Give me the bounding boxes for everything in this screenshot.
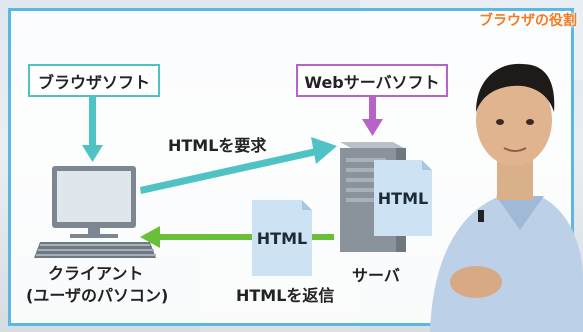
request-label: HTMLを要求 [168, 136, 267, 155]
server-label: サーバ [352, 266, 400, 285]
reply-html-text: HTML [256, 228, 308, 248]
server-html-document: HTML [374, 160, 432, 236]
response-label: HTMLを返信 [236, 286, 335, 305]
server-html-text: HTML [377, 188, 429, 208]
browser-to-client-arrow [82, 97, 103, 162]
webserver-to-server-arrow [362, 97, 383, 136]
client-sublabel: (ユーザのパソコン) [26, 286, 169, 305]
browser-software-box: ブラウザソフト [28, 64, 160, 97]
reply-html-document: HTML [252, 200, 312, 276]
response-arrow [140, 226, 334, 248]
web-server-software-box: Webサーバソフト [296, 64, 448, 97]
client-computer-icon [34, 166, 156, 258]
request-arrow [140, 137, 337, 194]
client-label: クライアント [48, 264, 144, 283]
presenter-figure [430, 63, 583, 332]
corner-title: ブラウザの役割 [479, 13, 577, 29]
